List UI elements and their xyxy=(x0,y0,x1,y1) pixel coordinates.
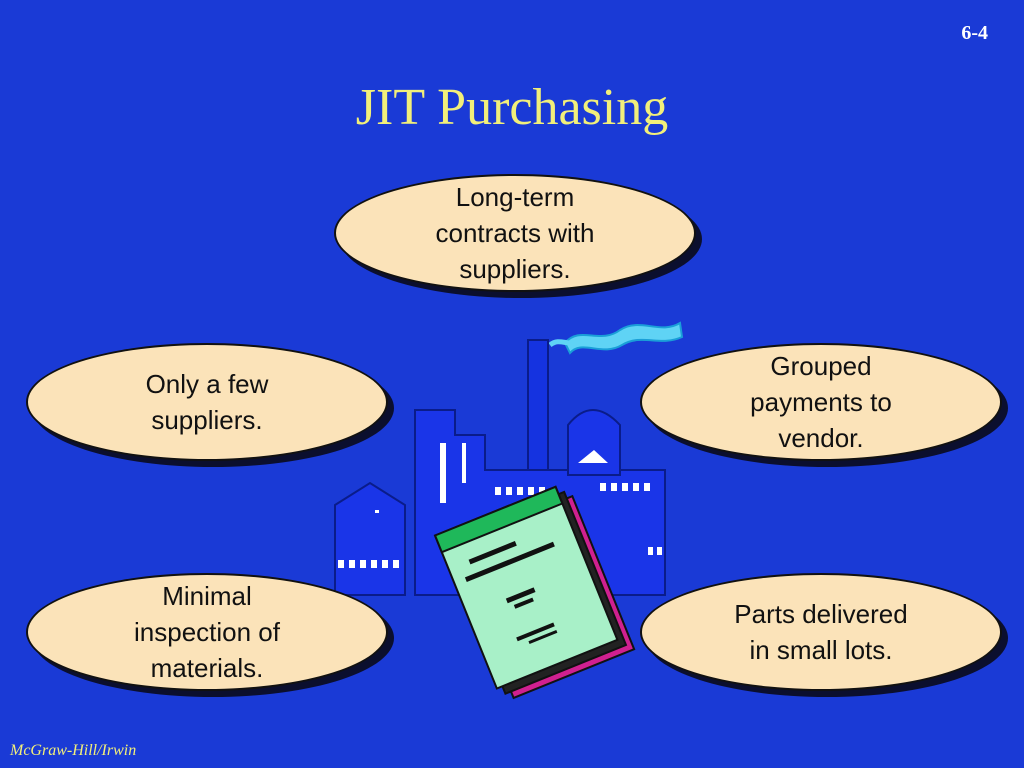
slide-number: 6-4 xyxy=(961,22,988,44)
bubble-line: Parts delivered xyxy=(734,599,908,629)
bubble-few-suppliers: Only a few suppliers. xyxy=(26,343,388,461)
bubble-line: Only a few xyxy=(145,369,269,399)
bubble-line: contracts with xyxy=(435,218,595,248)
bubble-grouped-payments: Grouped payments to vendor. xyxy=(640,343,1002,461)
bubble-small-lots: Parts delivered in small lots. xyxy=(640,573,1002,691)
bubble-line: Minimal xyxy=(162,581,252,611)
factory-with-purchase-order-icon xyxy=(334,321,684,700)
bubble-line: suppliers. xyxy=(151,405,263,435)
bubble-line: payments to xyxy=(750,387,892,417)
bubble-line: Grouped xyxy=(770,351,872,381)
footer-publisher: McGraw-Hill/Irwin xyxy=(10,742,137,759)
page-title: JIT Purchasing xyxy=(355,79,669,136)
bubble-line: suppliers. xyxy=(459,254,571,284)
bubble-long-term-contracts: Long-term contracts with suppliers. xyxy=(334,174,696,292)
bubble-line: in small lots. xyxy=(749,635,893,665)
bubble-line: Long-term xyxy=(455,182,575,212)
bubble-line: inspection of xyxy=(134,617,280,647)
bubble-line: vendor. xyxy=(778,423,864,453)
bubble-line: materials. xyxy=(150,653,264,683)
bubble-minimal-inspection: Minimal inspection of materials. xyxy=(26,573,388,691)
